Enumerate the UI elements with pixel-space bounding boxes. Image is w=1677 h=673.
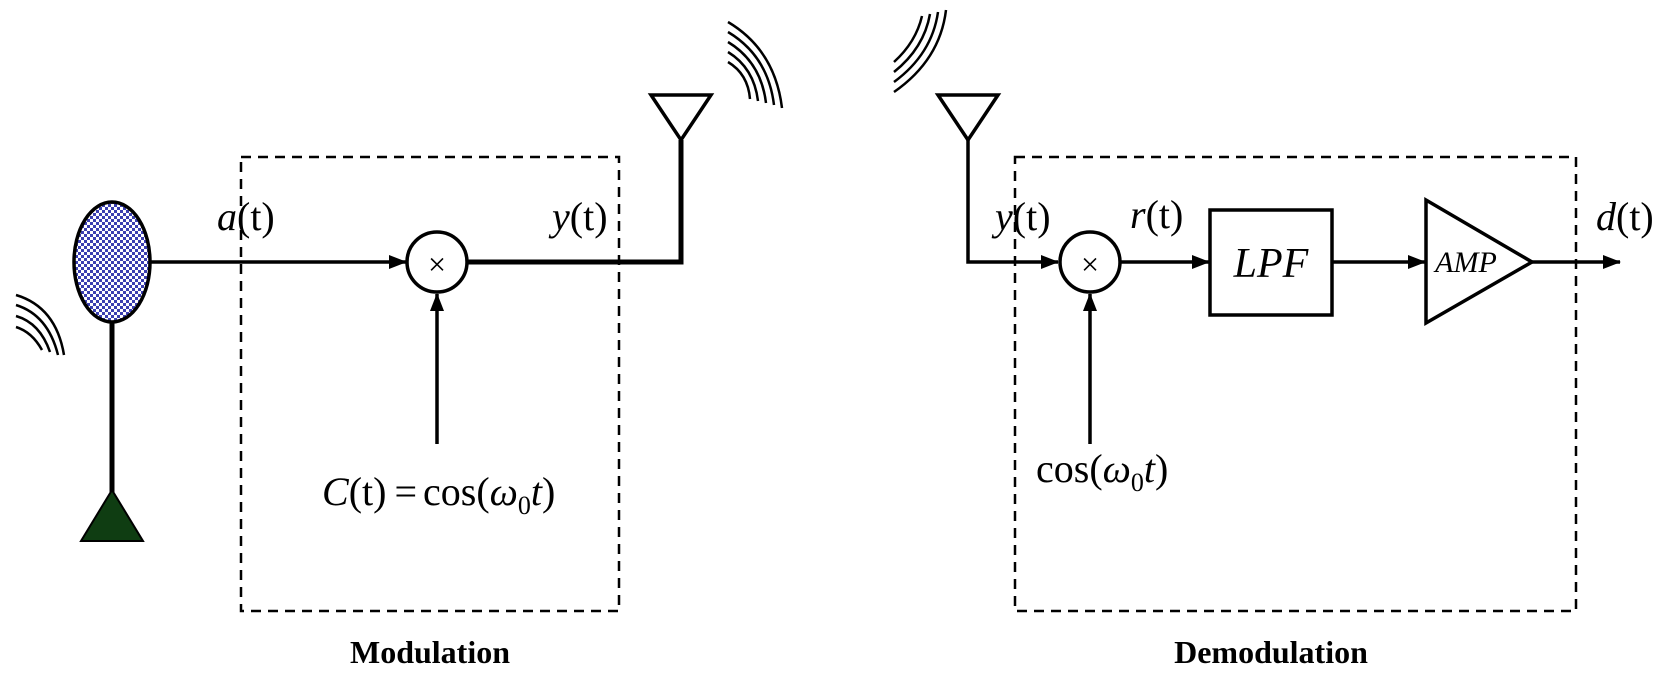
microphone-stand-base	[79, 488, 145, 542]
sound-wave-icon	[15, 293, 66, 356]
radio-wave-icon	[893, 9, 948, 94]
low-pass-filter-block: LPF	[1208, 208, 1334, 317]
transmit-antenna-icon	[647, 93, 715, 144]
modulation-section: a(t) × C(t)=cos(ω0t) y(t) Mo	[15, 20, 784, 670]
received-signal-wire	[966, 140, 1059, 269]
output-wire	[467, 140, 684, 265]
amplifier-icon: AMP	[1424, 196, 1536, 327]
mixed-signal-label: r(t)	[1130, 192, 1183, 237]
mixer-icon: ×	[1058, 230, 1122, 294]
input-signal-label: a(t)	[217, 194, 275, 239]
mixer-icon: ×	[405, 230, 469, 294]
carrier-label: C(t)=cos(ω0t)	[322, 469, 555, 520]
output-signal-label: y(t)	[548, 194, 608, 239]
mixer-symbol: ×	[428, 246, 446, 282]
mixer-symbol: ×	[1081, 246, 1099, 282]
amplifier-label: AMP	[1433, 246, 1497, 279]
microphone-icon	[72, 200, 152, 542]
modulation-box	[239, 155, 621, 613]
demodulation-caption: Demodulation	[1174, 634, 1368, 670]
demodulation-section: y(t) × cos(ω0t) r(t) LPF AMP	[893, 9, 1654, 670]
receive-antenna-icon	[934, 93, 1002, 144]
filter-label: LPF	[1233, 241, 1309, 287]
radio-wave-icon	[727, 20, 784, 109]
demodulated-output-label: d(t)	[1596, 194, 1654, 239]
oscillator-label: cos(ω0t)	[1036, 446, 1168, 497]
received-signal-label: y(t)	[991, 194, 1051, 239]
modulation-caption: Modulation	[350, 634, 510, 670]
demodulation-box	[1013, 155, 1578, 613]
